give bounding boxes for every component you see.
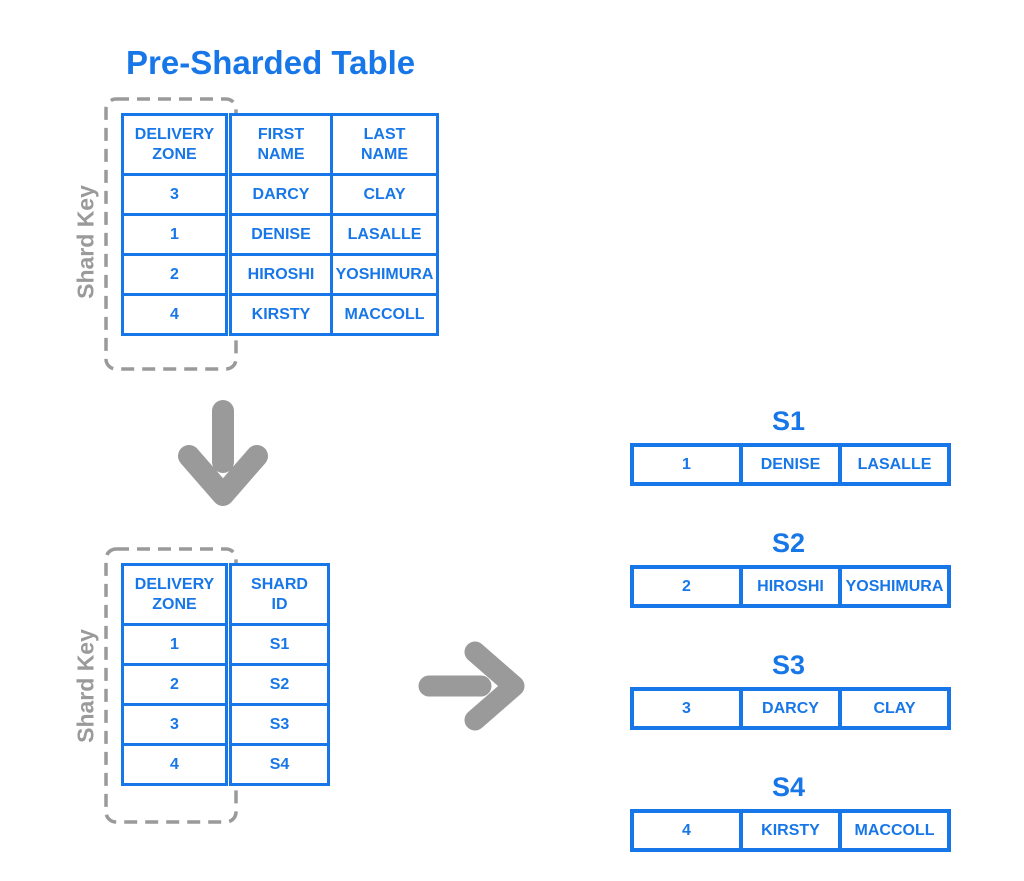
table-row: DARCY CLAY	[229, 173, 439, 216]
down-arrow-icon	[178, 400, 268, 506]
table-cell: 4	[121, 293, 228, 336]
table-row: 4	[121, 743, 228, 786]
table-row: S4	[229, 743, 330, 786]
shard-s2: S2 2 HIROSHI YOSHIMURA	[630, 528, 951, 608]
table-cell: CLAY	[838, 687, 951, 730]
table-cell: 3	[630, 687, 743, 730]
table-cell: KIRSTY	[229, 293, 333, 336]
table-cell: S2	[229, 663, 330, 706]
table-cell: 1	[121, 213, 228, 256]
table-cell: DENISE	[739, 443, 842, 486]
column-header-last-name: LAST NAME	[330, 113, 439, 176]
table-row: S2	[229, 663, 330, 706]
shard-row-table: 2 HIROSHI YOSHIMURA	[630, 565, 951, 608]
table-cell: 2	[630, 565, 743, 608]
table-cell: 4	[121, 743, 228, 786]
table-header-row: FIRST NAME LAST NAME	[229, 113, 439, 176]
table-row: DENISE LASALLE	[229, 213, 439, 256]
table-row: 2 HIROSHI YOSHIMURA	[630, 565, 951, 608]
shard-label: S2	[771, 528, 806, 558]
table-row: 1 DENISE LASALLE	[630, 443, 951, 486]
shard-key-label-lookup: Shard Key	[72, 629, 99, 743]
shard-label: S3	[771, 650, 806, 680]
table-cell: 3	[121, 703, 228, 746]
table-cell: LASALLE	[838, 443, 951, 486]
table-cell: 3	[121, 173, 228, 216]
distribute-step	[417, 640, 533, 732]
shard-row-table: 1 DENISE LASALLE	[630, 443, 951, 486]
table-cell: S1	[229, 623, 330, 666]
table-cell: 4	[630, 809, 743, 852]
table-row: 3	[121, 173, 228, 216]
table-cell: S4	[229, 743, 330, 786]
table-row: KIRSTY MACCOLL	[229, 293, 439, 336]
pre-sharded-table-key-column: DELIVERY ZONE 3 1 2 4	[121, 113, 228, 336]
lookup-table-shard-id-column: SHARD ID S1 S2 S3 S4	[229, 563, 330, 786]
table-row: 3	[121, 703, 228, 746]
shard-key-outline-pre	[104, 97, 238, 376]
table-row: 2	[121, 253, 228, 296]
table-cell: HIROSHI	[739, 565, 842, 608]
right-arrow-icon	[418, 641, 525, 731]
page-title: Pre-Sharded Table	[126, 44, 416, 81]
shard-s4: S4 4 KIRSTY MACCOLL	[630, 772, 951, 852]
column-header-first-name: FIRST NAME	[229, 113, 333, 176]
table-row: 1	[121, 213, 228, 256]
shard-s1: S1 1 DENISE LASALLE	[630, 406, 951, 486]
table-cell: DENISE	[229, 213, 333, 256]
table-row: 4	[121, 293, 228, 336]
table-cell: MACCOLL	[838, 809, 951, 852]
shard-s3: S3 3 DARCY CLAY	[630, 650, 951, 730]
table-row: 2	[121, 663, 228, 706]
table-header-row: SHARD ID	[229, 563, 330, 626]
table-row: S3	[229, 703, 330, 746]
column-header-delivery-zone: DELIVERY ZONE	[121, 113, 228, 176]
shard-key-label-pre: Shard Key	[72, 185, 99, 299]
table-cell: 2	[121, 663, 228, 706]
table-cell: YOSHIMURA	[838, 565, 951, 608]
table-row: HIROSHI YOSHIMURA	[229, 253, 439, 296]
table-row: 1	[121, 623, 228, 666]
table-cell: LASALLE	[330, 213, 439, 256]
table-header-row: DELIVERY ZONE	[121, 563, 228, 626]
table-cell: 1	[630, 443, 743, 486]
table-row: S1	[229, 623, 330, 666]
table-cell: YOSHIMURA	[330, 253, 439, 296]
transform-step	[176, 400, 270, 512]
table-cell: KIRSTY	[739, 809, 842, 852]
column-header-delivery-zone: DELIVERY ZONE	[121, 563, 228, 626]
table-cell: HIROSHI	[229, 253, 333, 296]
table-cell: 2	[121, 253, 228, 296]
table-cell: MACCOLL	[330, 293, 439, 336]
lookup-table-key-column: DELIVERY ZONE 1 2 3 4	[121, 563, 228, 786]
table-row: 4 KIRSTY MACCOLL	[630, 809, 951, 852]
column-header-shard-id: SHARD ID	[229, 563, 330, 626]
shard-row-table: 3 DARCY CLAY	[630, 687, 951, 730]
table-cell: CLAY	[330, 173, 439, 216]
table-cell: 1	[121, 623, 228, 666]
table-cell: DARCY	[739, 687, 842, 730]
shard-row-table: 4 KIRSTY MACCOLL	[630, 809, 951, 852]
dashed-rectangle	[104, 97, 238, 371]
table-header-row: DELIVERY ZONE	[121, 113, 228, 176]
table-row: 3 DARCY CLAY	[630, 687, 951, 730]
shard-label: S1	[771, 406, 806, 436]
pre-sharded-table-name-columns: FIRST NAME LAST NAME DARCY CLAY DENISE L…	[229, 113, 439, 336]
table-cell: S3	[229, 703, 330, 746]
table-cell: DARCY	[229, 173, 333, 216]
shard-label: S4	[771, 772, 806, 802]
